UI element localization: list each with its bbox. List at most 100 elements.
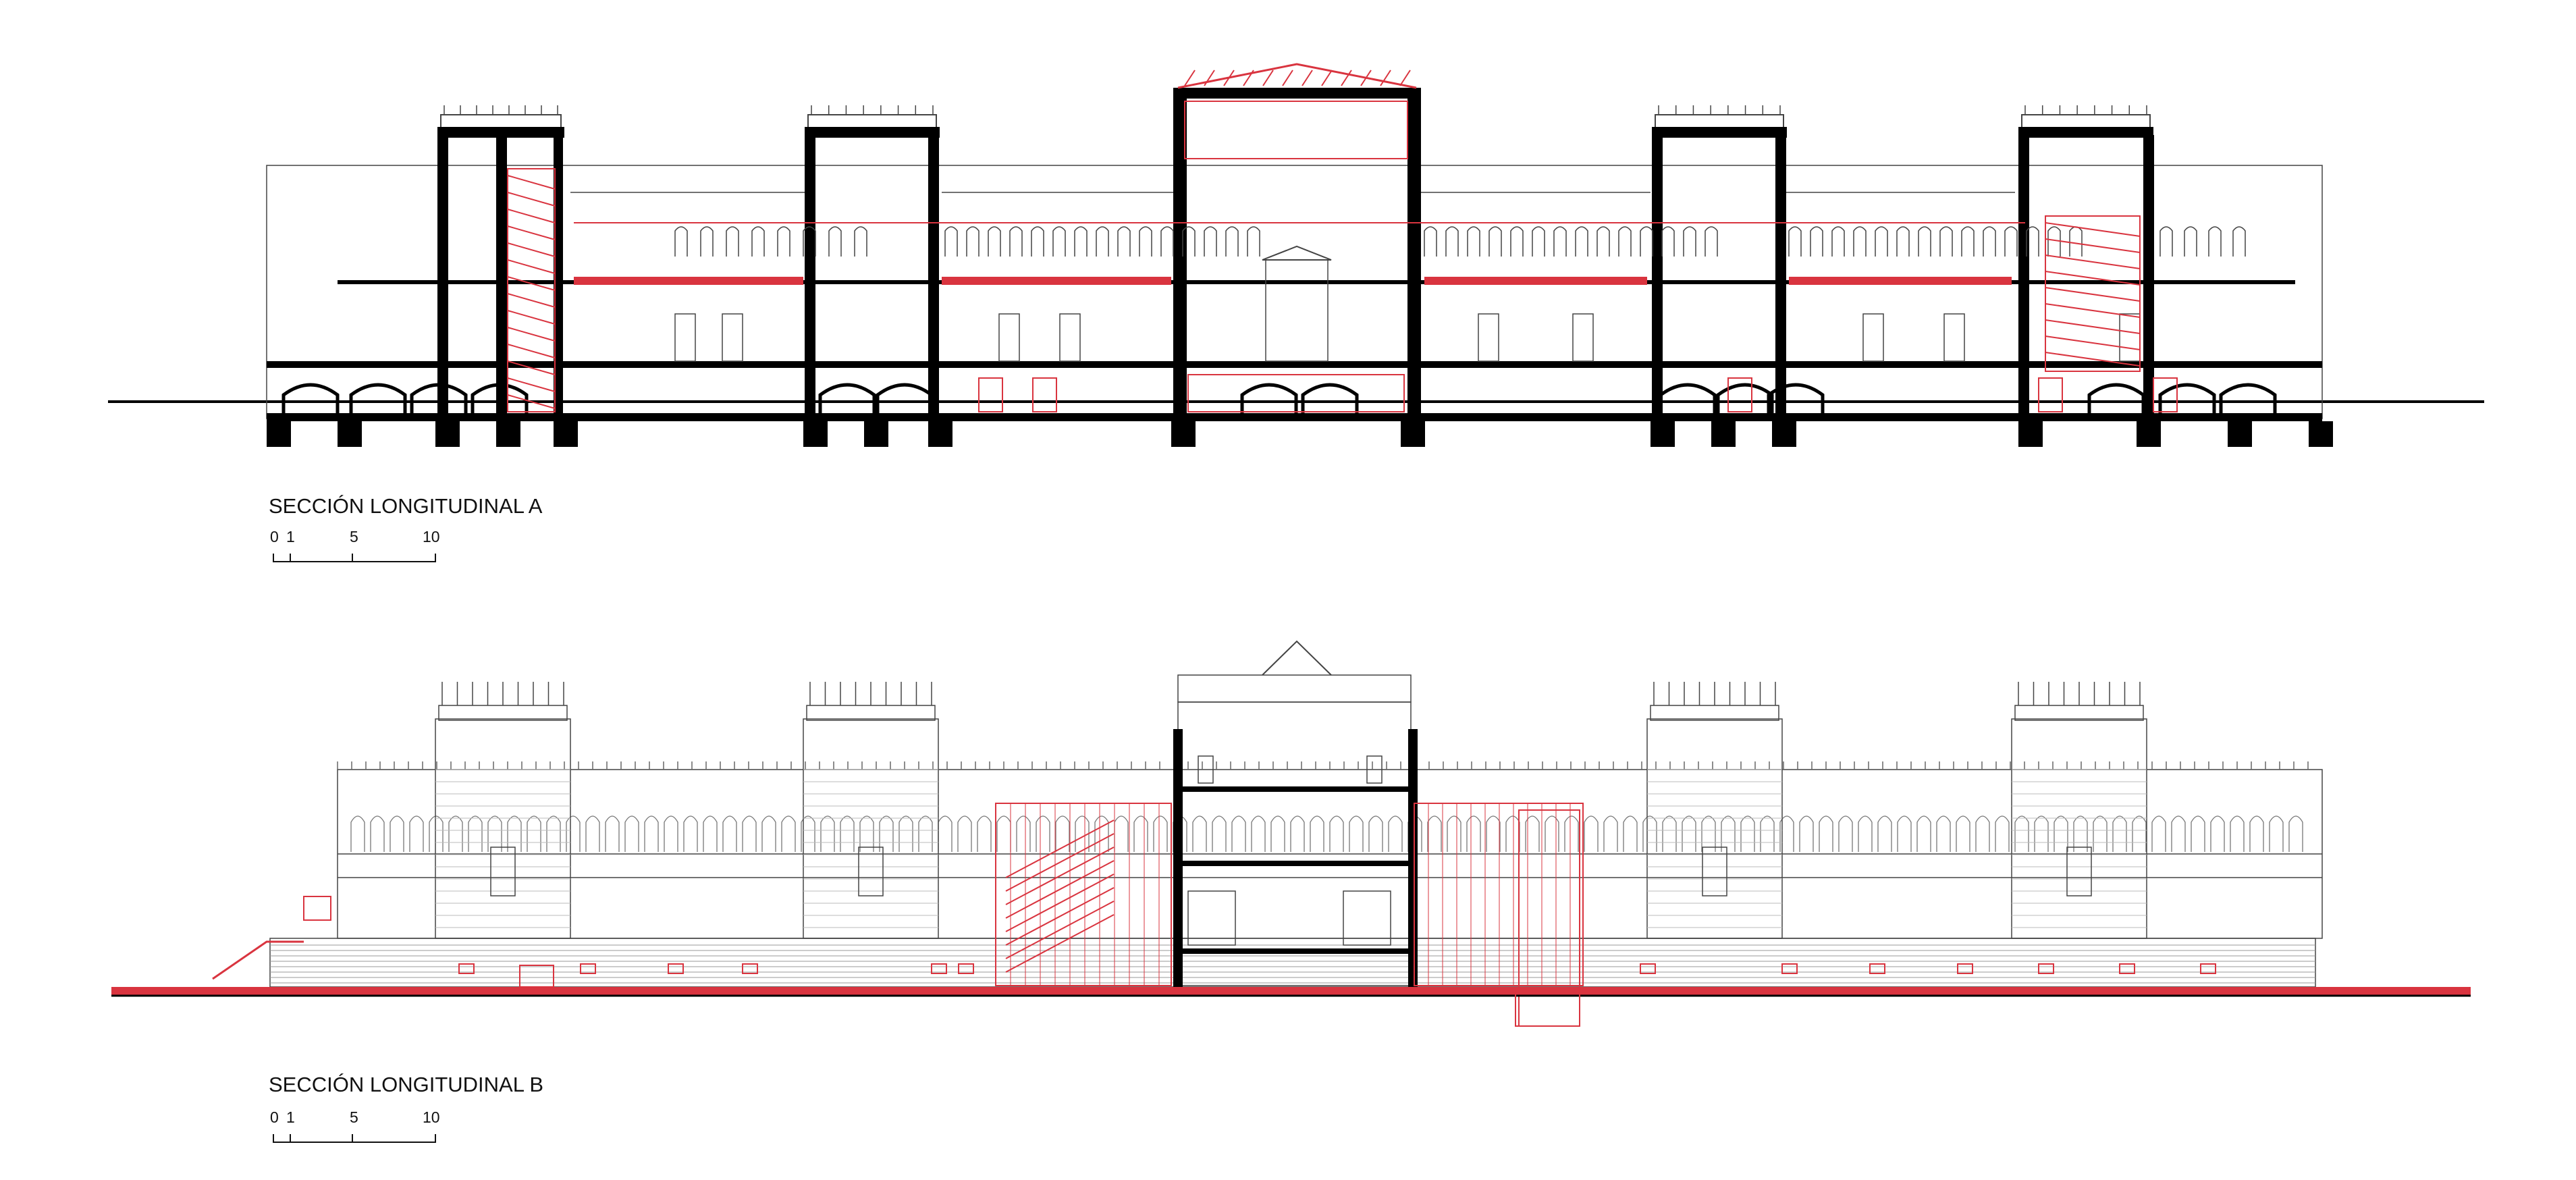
- cut-walls-a: [437, 88, 2154, 419]
- tower-roof-a-0: [437, 127, 564, 138]
- gallery-arch-b-27: [879, 815, 894, 852]
- cut-wall-a-9: [2018, 135, 2029, 419]
- gallery-arch-b-5: [448, 815, 463, 852]
- truss-web-a-6: [1302, 70, 1313, 86]
- gallery-arch-b-40: [1133, 815, 1148, 852]
- footing-a-3: [496, 421, 520, 447]
- tower-niche-b-3: [2066, 847, 2092, 896]
- footing-a-16: [2309, 421, 2333, 447]
- footing-a-5: [803, 421, 828, 447]
- arched-window-a-17: [1139, 226, 1152, 257]
- footing-a-10: [1651, 421, 1675, 447]
- red-stair-step-a-12: [507, 377, 556, 392]
- tower-roof-a-1: [805, 127, 940, 138]
- red-plinth-vent-b-10: [2038, 963, 2054, 974]
- red-plinth-vent-b-0: [458, 963, 475, 974]
- red-stair-step-a-6: [507, 276, 556, 291]
- basement-arch-a-1: [349, 383, 407, 413]
- gallery-arch-b-52: [1368, 815, 1383, 852]
- red-stair2-step-a-8: [2045, 352, 2141, 367]
- tower-niche-b-0: [490, 847, 516, 896]
- gallery-arch-b-73: [1779, 815, 1794, 852]
- central-slab-b-2: [1173, 861, 1418, 866]
- arched-window-a-47: [2004, 226, 2018, 257]
- red-stair-step-a-3: [507, 225, 556, 240]
- footing-a-9: [1401, 421, 1425, 447]
- gallery-arch-b-24: [820, 815, 835, 852]
- scale-b-label-0: 0: [270, 1108, 279, 1126]
- gallery-arch-b-37: [1075, 815, 1090, 852]
- basement-arch-a-8: [1659, 383, 1717, 413]
- gallery-arch-b-17: [683, 815, 698, 852]
- arched-window-a-9: [966, 226, 980, 257]
- basement-slab-a: [267, 413, 2322, 421]
- arched-window-a-32: [1618, 226, 1632, 257]
- tower-body-b-3: [2011, 718, 2147, 939]
- gallery-arch-b-3: [409, 815, 424, 852]
- central-cut-wall-b-2: [1408, 729, 1418, 989]
- arched-window-a-44: [1939, 226, 1953, 257]
- arched-window-a-4: [777, 226, 790, 257]
- gallery-arch-b-28: [898, 815, 913, 852]
- tower-crown-a-1: [807, 114, 937, 127]
- gallery-arch-b-39: [1114, 815, 1129, 852]
- arched-window-a-21: [1225, 226, 1239, 257]
- gallery-arch-b-20: [742, 815, 757, 852]
- ground-door-a-0: [674, 313, 696, 362]
- red-glass-volume-b: [1414, 803, 1584, 986]
- truss-web-a-1: [1204, 70, 1215, 86]
- arched-window-a-28: [1532, 226, 1545, 257]
- cut-wall-a-8: [1775, 135, 1786, 419]
- red-basement-door-a-3: [2038, 377, 2063, 412]
- footing-a-7: [928, 421, 952, 447]
- truss-web-a-5: [1282, 70, 1293, 86]
- arched-window-a-31: [1596, 226, 1610, 257]
- new-intervention-a: [507, 168, 2178, 412]
- red-stair-flight-b-4: [1005, 874, 1115, 932]
- gallery-arch-b-18: [703, 815, 718, 852]
- arched-window-a-39: [1831, 226, 1845, 257]
- red-stair2-step-a-5: [2045, 303, 2141, 318]
- red-stair-flight-b-1: [1005, 833, 1115, 892]
- gallery-arch-b-33: [996, 815, 1011, 852]
- gallery-arch-b-74: [1799, 815, 1814, 852]
- building-outline-a: [266, 165, 2323, 419]
- arched-window-a-5: [803, 226, 816, 257]
- floor-slabs-a: [266, 165, 2323, 421]
- gallery-arch-b-2: [390, 815, 404, 852]
- gallery-arch-b-12: [585, 815, 600, 852]
- arched-window-a-11: [1009, 226, 1023, 257]
- red-gallery-beam-a-1: [574, 277, 803, 285]
- arched-window-a-41: [1875, 226, 1888, 257]
- gallery-arch-b-50: [1329, 815, 1344, 852]
- red-plinth-vent-b-3: [742, 963, 758, 974]
- gallery-arch-b-86: [2034, 815, 2049, 852]
- arched-window-a-27: [1510, 226, 1524, 257]
- gallery-arch-b-88: [2073, 815, 2088, 852]
- footing-a-13: [2018, 421, 2043, 447]
- gallery-arch-b-91: [2132, 815, 2147, 852]
- basement-arch-a-12: [2158, 383, 2216, 413]
- footing-a-8: [1171, 421, 1196, 447]
- basement-arch-a-7: [1301, 383, 1359, 413]
- plinth-b: [269, 938, 2316, 988]
- red-stair-step-a-1: [507, 192, 556, 207]
- gallery-arch-b-6: [468, 815, 483, 852]
- arched-window-a-46: [1983, 226, 1996, 257]
- gallery-arch-b-64: [1603, 815, 1618, 852]
- arched-window-a-48: [2026, 226, 2039, 257]
- gallery-arch-b-67: [1662, 815, 1677, 852]
- basement-arch-a-13: [2219, 383, 2277, 413]
- central-door-a: [1265, 259, 1329, 362]
- facade-elevation-b: [269, 640, 2323, 989]
- tower-body-b-1: [803, 718, 939, 939]
- gallery-arch-b-89: [2093, 815, 2108, 852]
- gallery-arch-b-47: [1270, 815, 1285, 852]
- red-lift-pit-b: [1515, 992, 1580, 1027]
- tower-niche-b-1: [858, 847, 884, 896]
- arched-window-a-53: [2208, 226, 2222, 257]
- red-stair2-step-a-3: [2045, 271, 2141, 286]
- gallery-arch-b-55: [1427, 815, 1442, 852]
- ground-door-a-3: [1059, 313, 1081, 362]
